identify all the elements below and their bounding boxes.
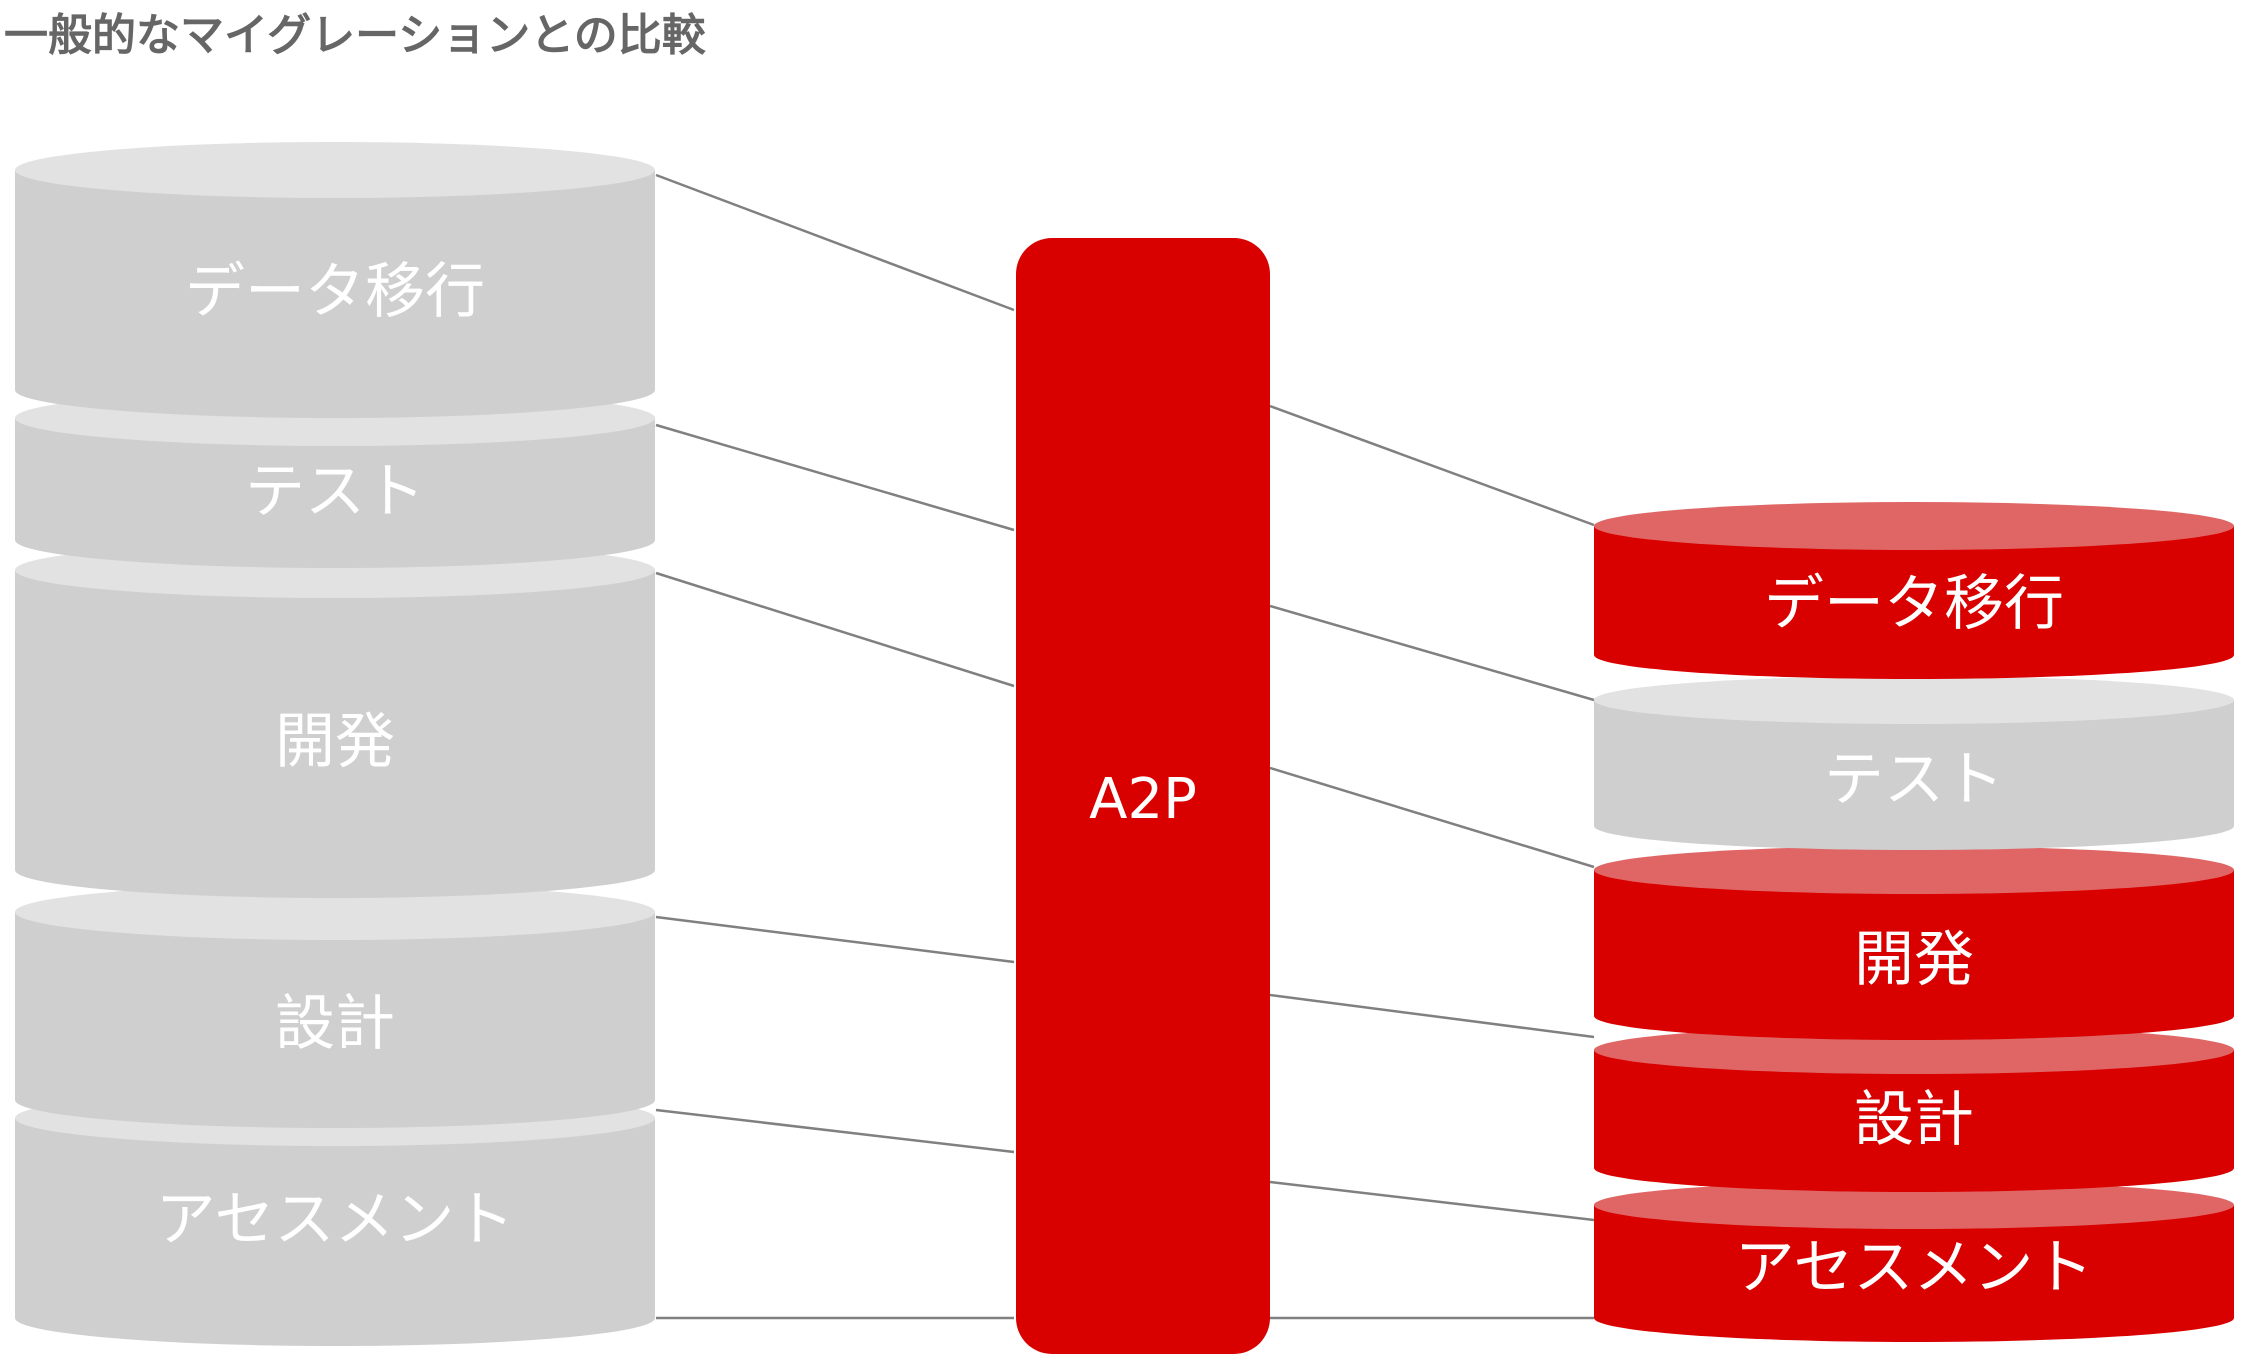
left-data-migration-body — [15, 170, 655, 418]
right-test-body — [1594, 700, 2234, 850]
right-assessment-body — [1594, 1205, 2234, 1342]
connector-right-5 — [1269, 1180, 1595, 1222]
left-stack-data-migration: データ移行 — [15, 142, 655, 418]
left-assessment-body — [15, 1118, 655, 1346]
right-test-label: テスト — [1824, 745, 2004, 815]
right-stack-test: テスト — [1594, 676, 2234, 850]
left-data-migration-label: データ移行 — [185, 257, 485, 327]
connector-left-5 — [655, 1108, 1015, 1154]
right-data-migration-label: データ移行 — [1764, 569, 2064, 639]
right-stack-development: 開発 — [1594, 846, 2234, 1040]
right-development-body — [1594, 870, 2234, 1040]
right-data-migration-top — [1594, 502, 2234, 550]
connector-left-1 — [655, 173, 1015, 312]
right-development-top — [1594, 846, 2234, 894]
left-test-label: テスト — [245, 457, 425, 527]
connector-right-2 — [1269, 604, 1595, 702]
left-stack: アセスメント 設計 開発 テスト データ移行 — [15, 142, 655, 1346]
left-design-label: 設計 — [275, 989, 395, 1059]
left-design-body — [15, 912, 655, 1128]
right-assessment-label: アセスメント — [1735, 1233, 2094, 1303]
left-development-label: 開発 — [275, 707, 395, 777]
right-assessment-top — [1594, 1181, 2234, 1229]
right-data-migration-body — [1594, 526, 2234, 679]
connector-left-3 — [655, 571, 1015, 688]
connector-left-2 — [655, 423, 1015, 532]
left-stack-design: 設計 — [15, 884, 655, 1128]
right-development-label: 開発 — [1854, 925, 1974, 995]
a2p-bar — [1016, 238, 1270, 1354]
connector-lines — [655, 173, 1595, 1320]
connector-left-4 — [655, 915, 1015, 964]
right-design-label: 設計 — [1854, 1085, 1974, 1155]
right-test-top — [1594, 676, 2234, 724]
left-development-body — [15, 570, 655, 898]
right-design-top — [1594, 1026, 2234, 1074]
left-assessment-label: アセスメント — [156, 1185, 515, 1255]
left-design-top — [15, 884, 655, 940]
right-stack-assessment: アセスメント — [1594, 1181, 2234, 1342]
connector-right-3 — [1269, 766, 1595, 869]
right-stack: アセスメント 設計 開発 テスト データ移行 — [1594, 502, 2234, 1342]
connector-right-4 — [1269, 993, 1595, 1039]
right-design-body — [1594, 1050, 2234, 1192]
left-test-body — [15, 418, 655, 568]
a2p-label: A2P — [1089, 767, 1197, 832]
right-stack-data-migration: データ移行 — [1594, 502, 2234, 679]
a2p-block: A2P — [1016, 238, 1270, 1354]
diagram-title: 一般的なマイグレーションとの比較 — [4, 10, 706, 61]
left-stack-development: 開発 — [15, 542, 655, 898]
left-data-migration-top — [15, 142, 655, 198]
left-stack-assessment: アセスメント — [15, 1090, 655, 1346]
right-stack-design: 設計 — [1594, 1026, 2234, 1192]
connector-right-1 — [1269, 404, 1595, 527]
